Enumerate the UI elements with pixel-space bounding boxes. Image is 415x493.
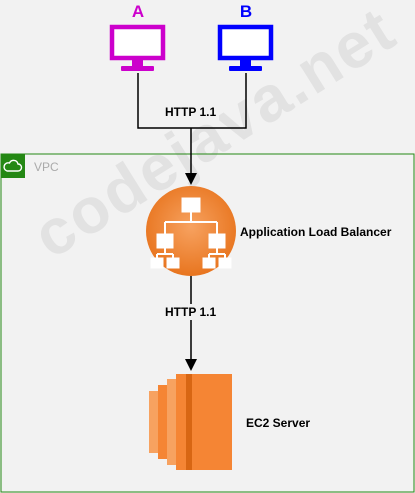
client-b-monitor-icon: [217, 24, 274, 71]
vpc-label: VPC: [34, 160, 59, 174]
alb-label: Application Load Balancer: [240, 225, 392, 239]
ec2-label: EC2 Server: [246, 416, 311, 430]
cloud-icon: [3, 159, 23, 172]
arrowhead-to-ec2: [185, 359, 197, 371]
client-a-label: A: [131, 2, 145, 21]
client-b-label: B: [239, 2, 253, 21]
alb-hierarchy-icon: [146, 186, 236, 276]
connector-b: [191, 73, 247, 129]
ec2-instance-icon: [149, 374, 232, 470]
vpc-boundary: [0, 153, 415, 493]
client-a-monitor-icon: [109, 24, 166, 71]
vpc-icon-box: [1, 154, 25, 178]
top-protocol-label: HTTP 1.1: [162, 104, 220, 120]
bottom-protocol-label: HTTP 1.1: [162, 304, 220, 320]
connector-a: [137, 73, 191, 129]
arrowhead-to-alb: [185, 173, 197, 185]
